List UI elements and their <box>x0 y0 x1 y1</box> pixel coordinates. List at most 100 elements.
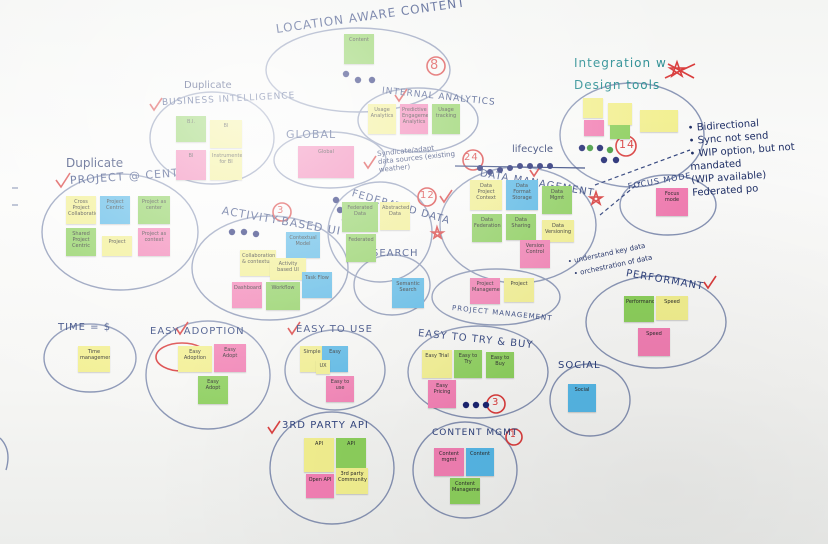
sticky-note: Easy Adopt <box>214 344 246 372</box>
sticky-note: Task Flow <box>302 272 332 298</box>
easytouse-check-mark <box>287 321 301 336</box>
sticky-note: Activity based UI <box>270 258 306 280</box>
sticky-note: Project as center <box>138 196 170 224</box>
easyadoption-cluster-circle <box>145 320 271 430</box>
datamgmt-number: 24 <box>464 152 479 163</box>
third-party-api-title: 3RD PARTY API <box>282 420 369 431</box>
internal-cluster-circle <box>357 87 479 153</box>
global-check-mark <box>363 155 377 170</box>
sticky-note: Data Versioning <box>542 220 574 242</box>
sticky-note <box>584 120 604 136</box>
sticky-note: Instrumented for BI <box>210 150 242 180</box>
sticky-note: Performance <box>624 296 654 322</box>
easytry-number: 3 <box>492 397 500 408</box>
sticky-note <box>583 98 603 118</box>
left-edge-arc <box>0 437 9 471</box>
global-title: GLOBAL <box>286 128 337 141</box>
global-cluster-circle <box>273 131 387 189</box>
sticky-note: Usage tracking <box>432 104 460 134</box>
thirdparty-cluster-circle <box>269 411 395 525</box>
search-cluster-circle <box>353 254 431 316</box>
dashed-connector-2 <box>599 181 641 216</box>
project-check-mark <box>55 172 71 189</box>
location-number: 8 <box>430 58 440 73</box>
location-number-circle <box>426 56 446 76</box>
sticky-note: UX <box>316 360 330 374</box>
bi-cluster-circle <box>149 91 275 185</box>
sticky-note: Easy Adoption <box>178 346 212 372</box>
search-title: SEARCH <box>372 248 419 259</box>
sticky-note <box>610 125 630 139</box>
content-number: 1 <box>510 430 517 440</box>
sticky-note: Predictive Engagement Analytics <box>400 104 428 134</box>
social-cluster-circle <box>549 363 631 437</box>
sticky-note: Usage Analytics <box>368 104 396 134</box>
sticky-note: Content Management <box>450 478 480 504</box>
lifecycle-note: lifecycle <box>512 144 554 155</box>
right-side-notes: • Bidirectional • Sync not send • WIP op… <box>687 118 795 199</box>
sticky-note: Abstracted Data <box>380 202 410 230</box>
sticky-note: Time management <box>78 346 110 372</box>
easyadoption-check-mark <box>175 321 189 336</box>
datamgmt-number-circle <box>462 149 484 171</box>
activity-number-circle <box>272 202 292 222</box>
federated-number-circle <box>417 187 437 207</box>
easy-to-use-title: EASY TO USE <box>296 324 373 335</box>
social-title: SOCIAL <box>558 360 601 371</box>
performant-check-mark <box>703 275 717 290</box>
bi-duplicate-tag: Duplicate <box>184 80 232 91</box>
location-cluster-circle <box>265 27 451 113</box>
sticky-note: Social <box>568 384 596 412</box>
sticky-note: Content <box>466 448 494 476</box>
sticky-note: Easy Trial <box>422 350 452 378</box>
integration-number: 14 <box>619 138 635 151</box>
sticky-note: Global <box>298 146 354 178</box>
sticky-note: Easy to Buy <box>486 352 514 378</box>
thirdparty-check-mark <box>267 420 281 435</box>
performant-cluster-circle <box>585 275 727 369</box>
sticky-note <box>640 110 678 132</box>
sticky-note: Easy to use <box>326 376 354 402</box>
project-cluster-circle <box>41 173 199 291</box>
focus-cluster-circle <box>619 174 717 236</box>
content-mgmt-title: CONTENT MGMT <box>432 428 519 438</box>
sticky-note: Data Sharing <box>506 214 536 240</box>
sticky-note: API <box>304 438 334 472</box>
sticky-note: Content mgmt <box>434 448 464 476</box>
datamgmt-star <box>587 189 605 207</box>
activity-number: 3 <box>277 205 285 216</box>
sticky-note: Speed <box>656 296 688 320</box>
integration-crossout <box>664 63 696 79</box>
time-cluster-circle <box>43 323 137 393</box>
time-money-title: TIME = $ <box>58 322 112 333</box>
easy-adoption-title: EASY ADOPTION <box>150 326 245 337</box>
easytouse-cluster-circle <box>284 329 386 411</box>
sticky-note <box>608 103 632 125</box>
sticky-note: Easy to Try <box>454 350 482 378</box>
sticky-note: 3rd party Community <box>336 468 368 494</box>
integration-design-tools-title: Integration w Design tools <box>574 56 667 92</box>
sticky-note: Version Control <box>520 240 550 268</box>
federated-check-mark <box>439 189 453 204</box>
content-cluster-circle <box>412 421 518 519</box>
sticky-note: Data Federation <box>472 214 502 242</box>
sticky-note: BI <box>210 120 242 148</box>
sticky-note: Data Format Storage <box>506 180 538 210</box>
sticky-note: Focus mode <box>656 188 688 216</box>
sticky-note: Cross Project Collaboration <box>66 196 96 224</box>
federated-number: 12 <box>420 190 435 201</box>
sticky-note: Easy Adopt <box>198 376 228 404</box>
sticky-note: Federated Data <box>342 202 378 232</box>
sticky-note: Data Project Context <box>470 180 502 210</box>
integration-cluster-circle <box>559 82 705 188</box>
sticky-note: Shared Project Centric <box>66 228 96 256</box>
sticky-note: BI <box>176 150 206 180</box>
sticky-note: Project Management <box>470 278 500 304</box>
sticky-note: Project <box>504 278 534 302</box>
internal-check-mark <box>394 88 408 103</box>
federated-star <box>429 224 446 241</box>
sticky-note: Open API <box>306 474 334 498</box>
sticky-note: Data Mgmt <box>542 186 572 214</box>
sticky-note: Semantic Search <box>392 278 424 308</box>
